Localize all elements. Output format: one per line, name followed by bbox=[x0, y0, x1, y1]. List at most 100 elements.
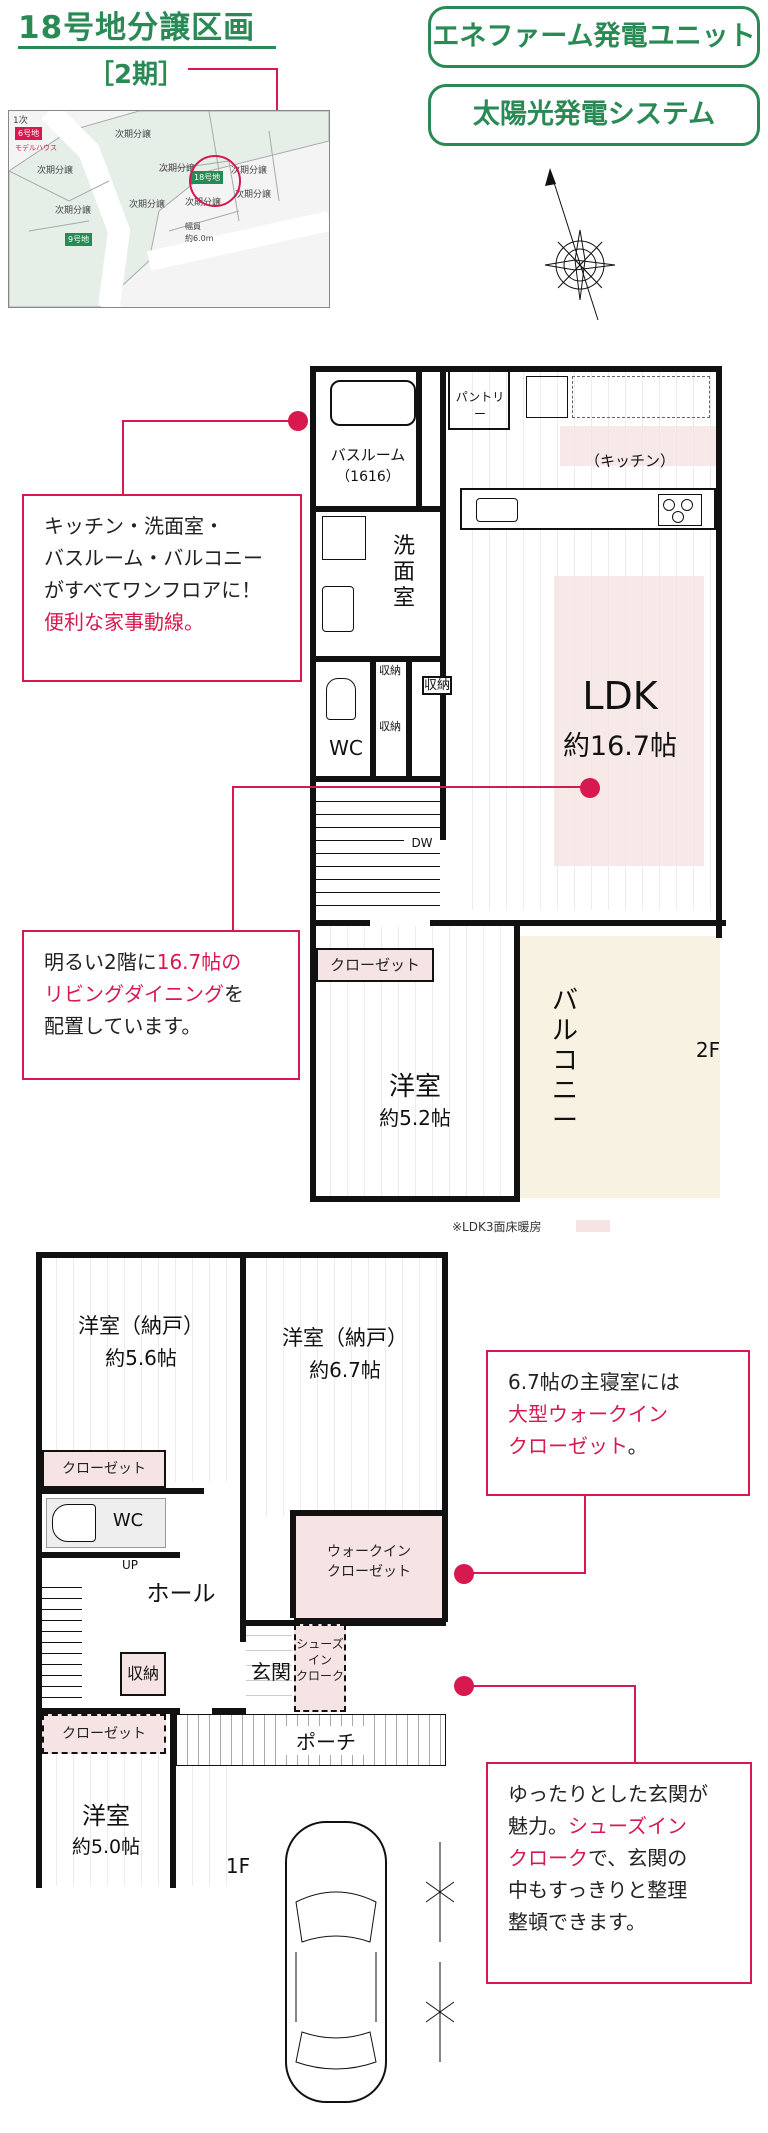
floor-plan-1f: 洋室（納戸） 約5.6帖 クローゼット 洋室（納戸） 約6.7帖 ウォークイン … bbox=[36, 1252, 456, 1888]
bathtub-icon bbox=[330, 380, 416, 426]
kitchen-cabinet bbox=[572, 376, 710, 418]
tree-icon bbox=[425, 1842, 455, 2062]
wall bbox=[430, 920, 726, 926]
map-label: 次期分譲 bbox=[159, 164, 196, 174]
callout-dot bbox=[288, 411, 308, 431]
floor-heating-legend bbox=[576, 1220, 610, 1232]
floor-label-1f: 1F bbox=[225, 1854, 251, 1878]
floor-heating-area bbox=[554, 576, 704, 866]
toilet-icon bbox=[326, 678, 356, 720]
fridge bbox=[526, 376, 568, 418]
storage-1f: 収納 bbox=[120, 1652, 166, 1696]
pantry-label: パントリー bbox=[455, 390, 505, 421]
genkan-tile bbox=[246, 1626, 292, 1710]
ldk-label: LDK bbox=[582, 674, 658, 718]
balcony-floor bbox=[514, 936, 720, 1198]
wall bbox=[416, 370, 422, 506]
wall bbox=[314, 506, 444, 512]
map-label: モデルハウス bbox=[15, 144, 57, 152]
staircase bbox=[316, 798, 440, 918]
toilet-icon bbox=[52, 1504, 96, 1542]
map-label: 次期分譲 bbox=[115, 130, 152, 140]
map-label: 次期分譲 bbox=[129, 200, 166, 210]
closet-2f: クローゼット bbox=[316, 948, 434, 982]
stove-icon bbox=[658, 494, 702, 526]
map-lot-9: 9号地 bbox=[65, 233, 93, 246]
wall bbox=[440, 370, 446, 840]
map-road-width: 約6.0m bbox=[185, 234, 214, 243]
callout-genkan: ゆったりとした玄関が 魅力。シューズイン クロークで、玄関の 中もすっきりと整理… bbox=[486, 1762, 752, 1984]
shoes-label-3: クローク bbox=[296, 1669, 345, 1683]
wall bbox=[314, 656, 444, 662]
site-map-roads bbox=[9, 111, 329, 307]
bath-size: （1616） bbox=[336, 469, 400, 485]
balcony-label: バルコニー bbox=[551, 986, 578, 1136]
callout-ldk: 明るい2階に16.7帖の リビングダイニングを 配置しています。 bbox=[22, 930, 300, 1080]
callout-kitchen-flow: キッチン・洗面室・ バスルーム・バルコニー がすべてワンフロアに！ 便利な家事動… bbox=[22, 494, 302, 682]
floor-label-2f: 2F bbox=[695, 1038, 721, 1062]
wc-1f-label: WC bbox=[112, 1510, 144, 1531]
wall bbox=[310, 1196, 514, 1202]
connector-line bbox=[188, 68, 278, 70]
map-label: 次期分譲 bbox=[37, 166, 74, 176]
shoes-in-cloak: シューズ イン クローク bbox=[294, 1624, 346, 1712]
wall bbox=[370, 656, 376, 782]
floor-heating-note: ※LDK3面床暖房 bbox=[452, 1220, 542, 1234]
washer bbox=[322, 516, 366, 560]
western-label: 洋室 bbox=[388, 1072, 441, 1102]
room-floor bbox=[250, 1256, 446, 1516]
walkin-label-1: ウォークイン bbox=[327, 1544, 411, 1560]
room-b-size: 約6.7帖 bbox=[309, 1358, 381, 1382]
car-icon bbox=[285, 1821, 387, 2103]
map-road-label: 幅員 bbox=[185, 222, 201, 231]
map-label: 次期分譲 bbox=[231, 166, 268, 176]
site-map: 1次 6号地 モデルハウス 次期分譲 次期分譲 次期分譲 次期分譲 次期分譲 次… bbox=[8, 110, 330, 308]
closet-1f-a: クローゼット bbox=[42, 1450, 166, 1488]
map-label: 次期分譲 bbox=[55, 206, 92, 216]
wall bbox=[716, 366, 722, 938]
ldk-size: 約16.7帖 bbox=[562, 731, 678, 762]
map-label: 1次 bbox=[13, 116, 28, 126]
room-a-label: 洋室（納戸） bbox=[78, 1314, 204, 1338]
highlight-circle bbox=[189, 155, 241, 207]
callout-dot bbox=[580, 778, 600, 798]
floor-heating-area bbox=[560, 426, 720, 466]
walkin-label-2: クローゼット bbox=[327, 1564, 411, 1580]
callout-walkin: 6.7帖の主寝室には 大型ウォークイン クローゼット。 bbox=[486, 1350, 750, 1496]
sink-icon bbox=[322, 586, 354, 632]
feature-badge-solar: 太陽光発電システム bbox=[428, 84, 760, 146]
kitchen-label: （キッチン） bbox=[584, 452, 675, 470]
room-b-label: 洋室（納戸） bbox=[282, 1326, 408, 1350]
wall bbox=[310, 366, 316, 1202]
western-size: 約5.2帖 bbox=[379, 1106, 451, 1130]
genkan-label: 玄関 bbox=[251, 1660, 291, 1684]
compass-icon bbox=[544, 168, 616, 321]
room-a-size: 約5.6帖 bbox=[105, 1346, 177, 1370]
wall bbox=[514, 926, 520, 1202]
storage-label: 収納 bbox=[422, 676, 452, 695]
wall bbox=[310, 366, 722, 372]
room-c-size: 約5.0帖 bbox=[71, 1836, 141, 1858]
wall bbox=[314, 776, 444, 782]
callout-dot bbox=[454, 1564, 474, 1584]
closet-1f-b: クローゼット bbox=[42, 1714, 166, 1754]
page-title: 18号地分譲区画 bbox=[18, 10, 256, 46]
map-label: 次期分譲 bbox=[235, 190, 272, 200]
kitchen-counter bbox=[460, 488, 716, 530]
wall bbox=[406, 656, 412, 782]
staircase bbox=[42, 1582, 82, 1708]
shoes-label-1: シューズ bbox=[296, 1637, 344, 1651]
room-floor bbox=[40, 1256, 240, 1482]
porch-label: ポーチ bbox=[286, 1726, 366, 1755]
pantry bbox=[448, 370, 510, 430]
walkin-closet: ウォークイン クローゼット bbox=[294, 1514, 444, 1620]
storage-label: 収納 bbox=[379, 720, 401, 733]
wash-label: 洗面室 bbox=[392, 534, 415, 611]
feature-badge-enefarm: エネファーム発電ユニット bbox=[428, 6, 760, 68]
title-underline bbox=[18, 46, 276, 49]
hall-label: ホール bbox=[146, 1581, 216, 1607]
storage-label: 収納 bbox=[379, 664, 401, 677]
wall bbox=[310, 920, 370, 926]
connector-line bbox=[276, 68, 278, 138]
up-label: UP bbox=[121, 1558, 139, 1572]
